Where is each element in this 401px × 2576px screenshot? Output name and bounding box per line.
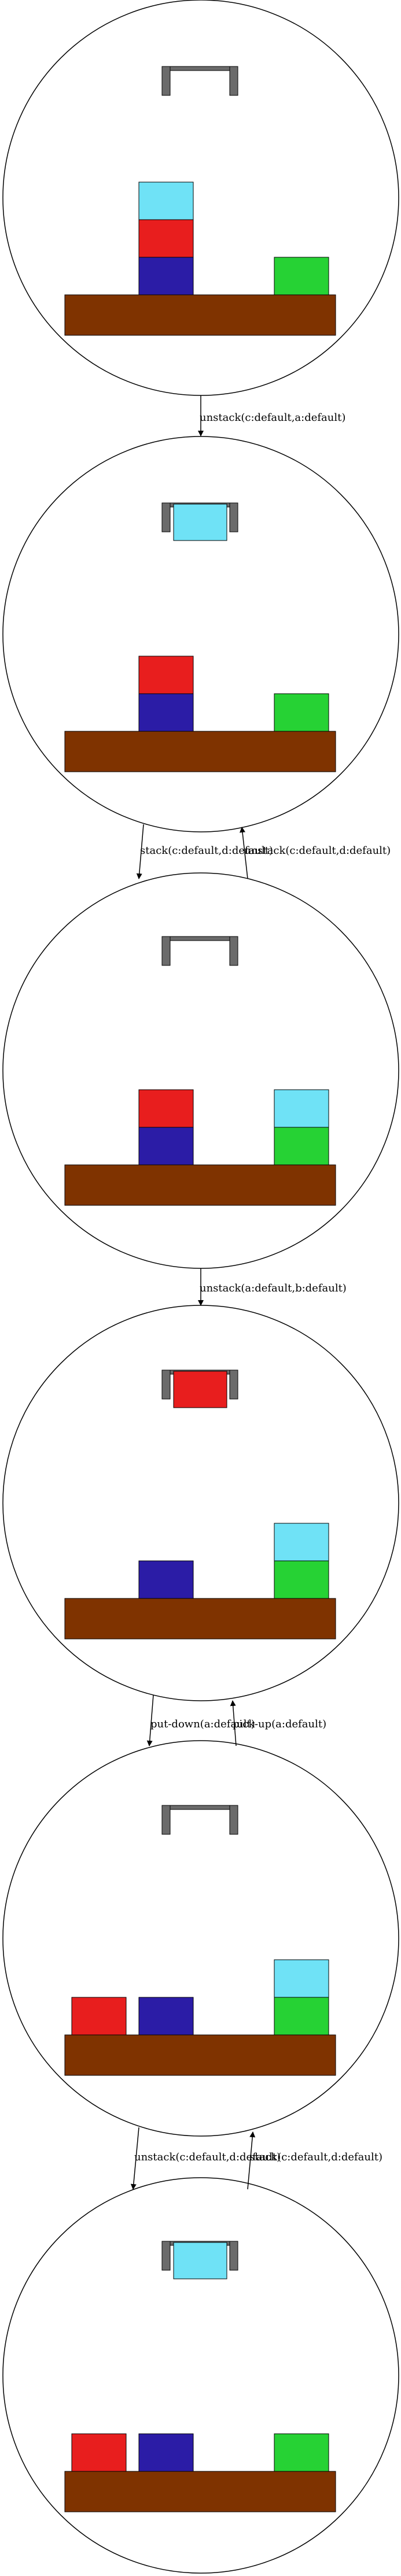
edge-arrow (247, 2131, 256, 2190)
edge-s3-s2: unstack(c:default,d:default) (240, 827, 391, 879)
block-a (138, 1089, 194, 1128)
state-node-4 (2, 1305, 399, 1701)
gripper-right-jaw (229, 66, 238, 96)
state-circle (2, 436, 399, 832)
edge-s5-s6: unstack(c:default,d:default) (130, 2127, 281, 2190)
edge-label: stack(c:default,d:default) (249, 2151, 382, 2163)
table (64, 2471, 336, 2512)
block-d (274, 1127, 329, 1165)
gripper-left-jaw (161, 2241, 171, 2271)
edge-s5-s4: pick-up(a:default) (230, 1700, 326, 1746)
block-c (274, 1959, 329, 1998)
edge-arrow (240, 827, 248, 879)
block-a (71, 1997, 127, 2035)
state-circle (2, 2177, 399, 2574)
edge-label: unstack(c:default,d:default) (134, 2151, 281, 2163)
edge-s3-s4: unstack(a:default,b:default) (198, 1268, 347, 1306)
gripper-left-jaw (161, 66, 171, 96)
block-d (274, 693, 329, 732)
state-circle (2, 0, 399, 396)
state-node-3 (2, 872, 399, 1269)
edge-arrow (230, 1700, 237, 1746)
block-a (138, 219, 194, 258)
block-b (138, 1127, 194, 1165)
gripper-icon (161, 66, 238, 96)
block-c (274, 1523, 329, 1561)
edge-arrow (136, 824, 144, 879)
gripper-icon (161, 936, 238, 966)
held-block-c (173, 2242, 227, 2279)
block-d (274, 1997, 329, 2035)
block-b (138, 693, 194, 732)
state-circle (2, 872, 399, 1269)
edge-arrow (146, 1694, 154, 1746)
edge-label: stack(c:default,d:default) (140, 845, 273, 857)
table (64, 1164, 336, 1206)
block-b (138, 257, 194, 295)
gripper-left-jaw (161, 1370, 171, 1400)
edge-label: put-down(a:default) (150, 1718, 255, 1730)
block-b (138, 2433, 194, 2472)
table (64, 2034, 336, 2076)
state-node-1 (2, 0, 399, 396)
edge-s4-s5: put-down(a:default) (146, 1694, 255, 1746)
state-circle (2, 1740, 399, 2137)
state-node-6 (2, 2177, 399, 2574)
gripper-right-jaw (229, 936, 238, 966)
gripper-right-jaw (229, 502, 238, 532)
block-b (138, 1997, 194, 2035)
gripper-left-jaw (161, 502, 171, 532)
block-d (274, 1560, 329, 1599)
gripper-bar (170, 66, 230, 71)
block-a (138, 656, 194, 694)
state-node-2 (2, 436, 399, 832)
state-circle (2, 1305, 399, 1701)
gripper-bar (170, 1805, 230, 1810)
gripper-right-jaw (229, 1370, 238, 1400)
edge-s2-s3: stack(c:default,d:default) (136, 824, 273, 879)
held-block-a (173, 1371, 227, 1408)
gripper-bar (170, 936, 230, 941)
block-c (274, 1089, 329, 1128)
table (64, 1598, 336, 1639)
block-a (71, 2433, 127, 2472)
edge-s6-s5: stack(c:default,d:default) (247, 2131, 382, 2190)
block-d (274, 2433, 329, 2472)
state-node-5 (2, 1740, 399, 2137)
gripper-left-jaw (161, 936, 171, 966)
edge-arrow (130, 2127, 139, 2190)
edge-label: unstack(c:default,a:default) (200, 412, 345, 424)
gripper-right-jaw (229, 2241, 238, 2271)
edge-s1-s2: unstack(c:default,a:default) (198, 395, 345, 436)
block-c (138, 182, 194, 220)
edge-label: pick-up(a:default) (233, 1718, 326, 1730)
gripper-right-jaw (229, 1805, 238, 1835)
gripper-left-jaw (161, 1805, 171, 1835)
edge-label: unstack(c:default,d:default) (244, 845, 391, 857)
edge-label: unstack(a:default,b:default) (200, 1282, 347, 1294)
table (64, 731, 336, 772)
gripper-icon (161, 1805, 238, 1835)
block-b (138, 1560, 194, 1599)
held-block-c (173, 504, 227, 541)
block-d (274, 257, 329, 295)
table (64, 294, 336, 336)
